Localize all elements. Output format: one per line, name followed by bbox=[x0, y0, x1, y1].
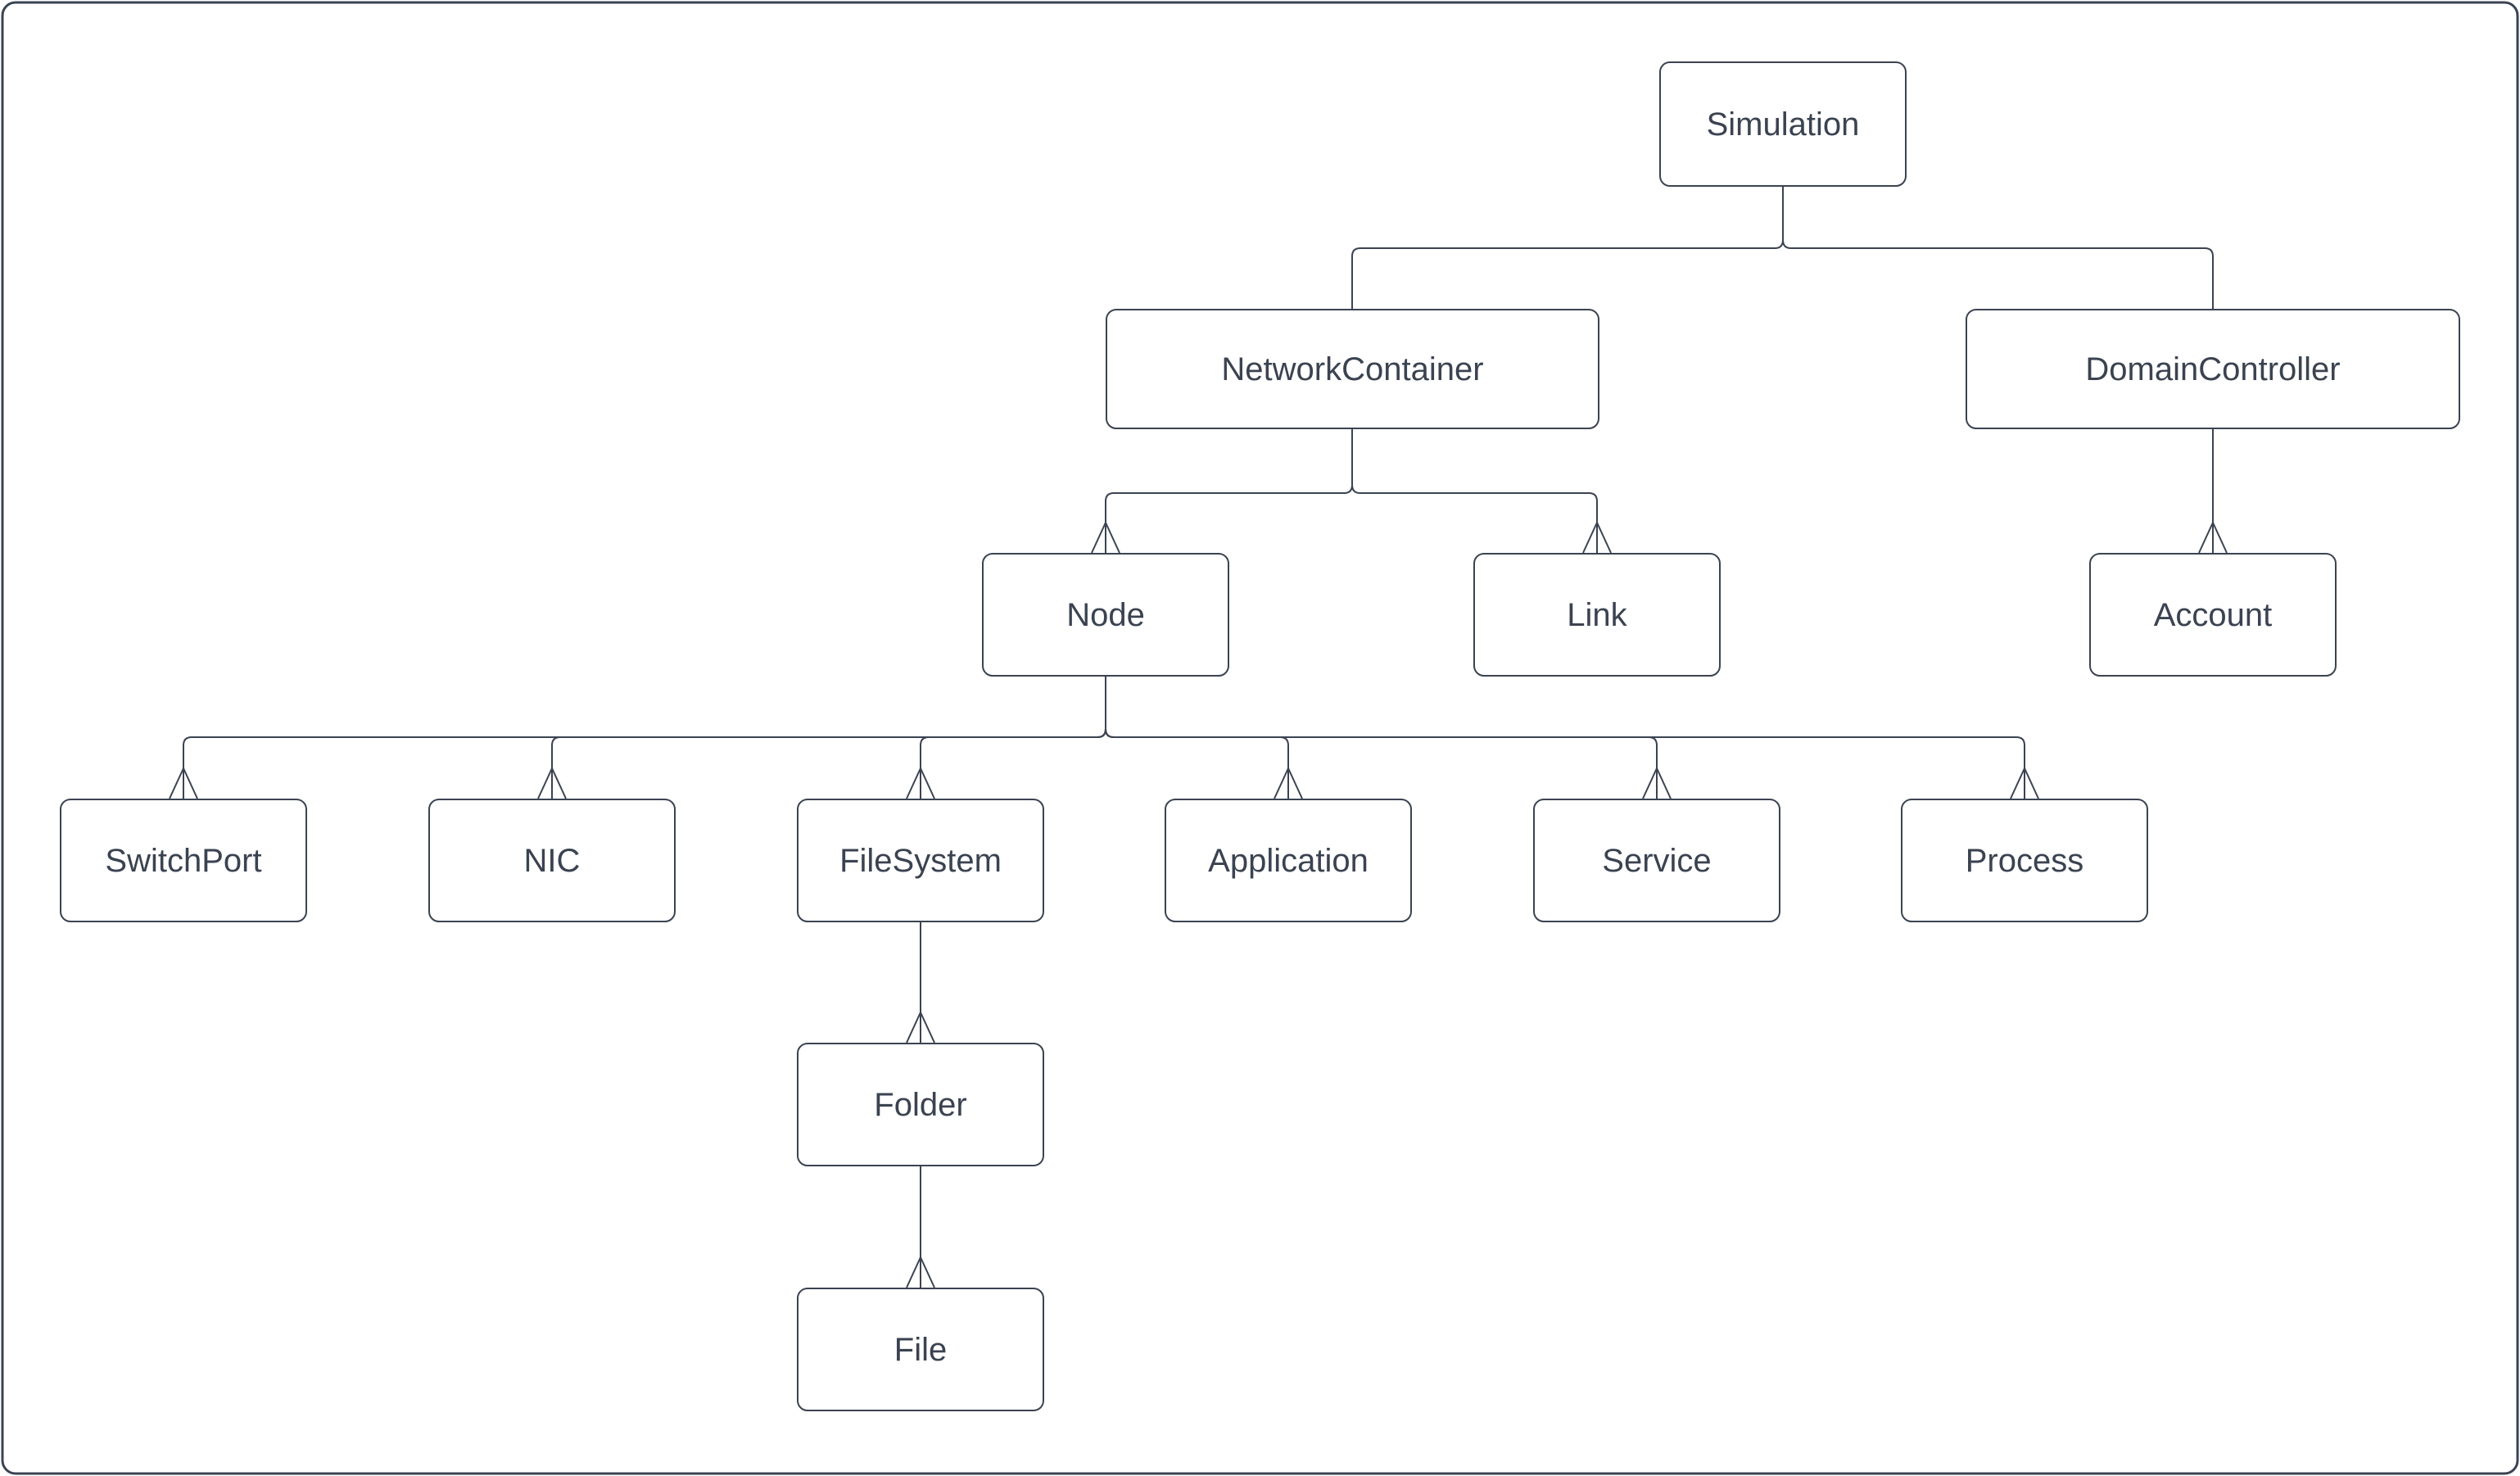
arrowhead-service bbox=[1642, 766, 1672, 799]
node-network-container: NetworkContainer bbox=[1106, 309, 1599, 429]
node-simulation-label: Simulation bbox=[1706, 106, 1860, 143]
node-application-label: Application bbox=[1208, 842, 1369, 879]
arrowhead-folder bbox=[906, 1010, 935, 1044]
node-account-label: Account bbox=[2153, 596, 2273, 633]
node-service: Service bbox=[1533, 799, 1780, 922]
node-folder-label: Folder bbox=[874, 1086, 967, 1123]
node-application: Application bbox=[1165, 799, 1412, 922]
node-process: Process bbox=[1901, 799, 2148, 922]
node-simulation: Simulation bbox=[1659, 61, 1907, 187]
node-process-label: Process bbox=[1965, 842, 2084, 879]
node-switch-port: SwitchPort bbox=[60, 799, 307, 922]
arrowhead-filesystem bbox=[906, 766, 935, 799]
node-file: File bbox=[797, 1288, 1044, 1411]
arrowhead-application bbox=[1274, 766, 1303, 799]
node-folder: Folder bbox=[797, 1043, 1044, 1166]
node-link-label: Link bbox=[1567, 596, 1627, 633]
node-link: Link bbox=[1473, 553, 1721, 677]
node-file-label: File bbox=[894, 1331, 948, 1368]
node-nic-label: NIC bbox=[523, 842, 581, 879]
arrowhead-account bbox=[2198, 520, 2228, 554]
node-node: Node bbox=[982, 553, 1229, 677]
node-domain-controller: DomainController bbox=[1966, 309, 2460, 429]
edge-simulation-networkcontainer bbox=[1351, 187, 1784, 309]
node-domain-controller-label: DomainController bbox=[2085, 351, 2341, 387]
node-account: Account bbox=[2089, 553, 2337, 677]
node-node-label: Node bbox=[1066, 596, 1145, 633]
node-network-container-label: NetworkContainer bbox=[1221, 351, 1484, 387]
edge-networkcontainer-link bbox=[1351, 429, 1598, 553]
edge-networkcontainer-node bbox=[1105, 429, 1353, 553]
arrowhead-file bbox=[906, 1255, 935, 1288]
arrowhead-process bbox=[2010, 766, 2039, 799]
node-switch-port-label: SwitchPort bbox=[105, 842, 262, 879]
node-service-label: Service bbox=[1602, 842, 1712, 879]
edge-node-filesystem bbox=[920, 677, 1106, 799]
node-file-system-label: FileSystem bbox=[839, 842, 1002, 879]
edge-simulation-domaincontroller bbox=[1782, 187, 2214, 309]
arrowhead-link bbox=[1582, 520, 1612, 554]
arrowhead-node bbox=[1091, 520, 1120, 554]
node-nic: NIC bbox=[428, 799, 676, 922]
node-file-system: FileSystem bbox=[797, 799, 1044, 922]
arrowhead-switchport bbox=[169, 766, 198, 799]
arrowhead-nic bbox=[537, 766, 567, 799]
edge-node-process bbox=[1105, 677, 2025, 799]
